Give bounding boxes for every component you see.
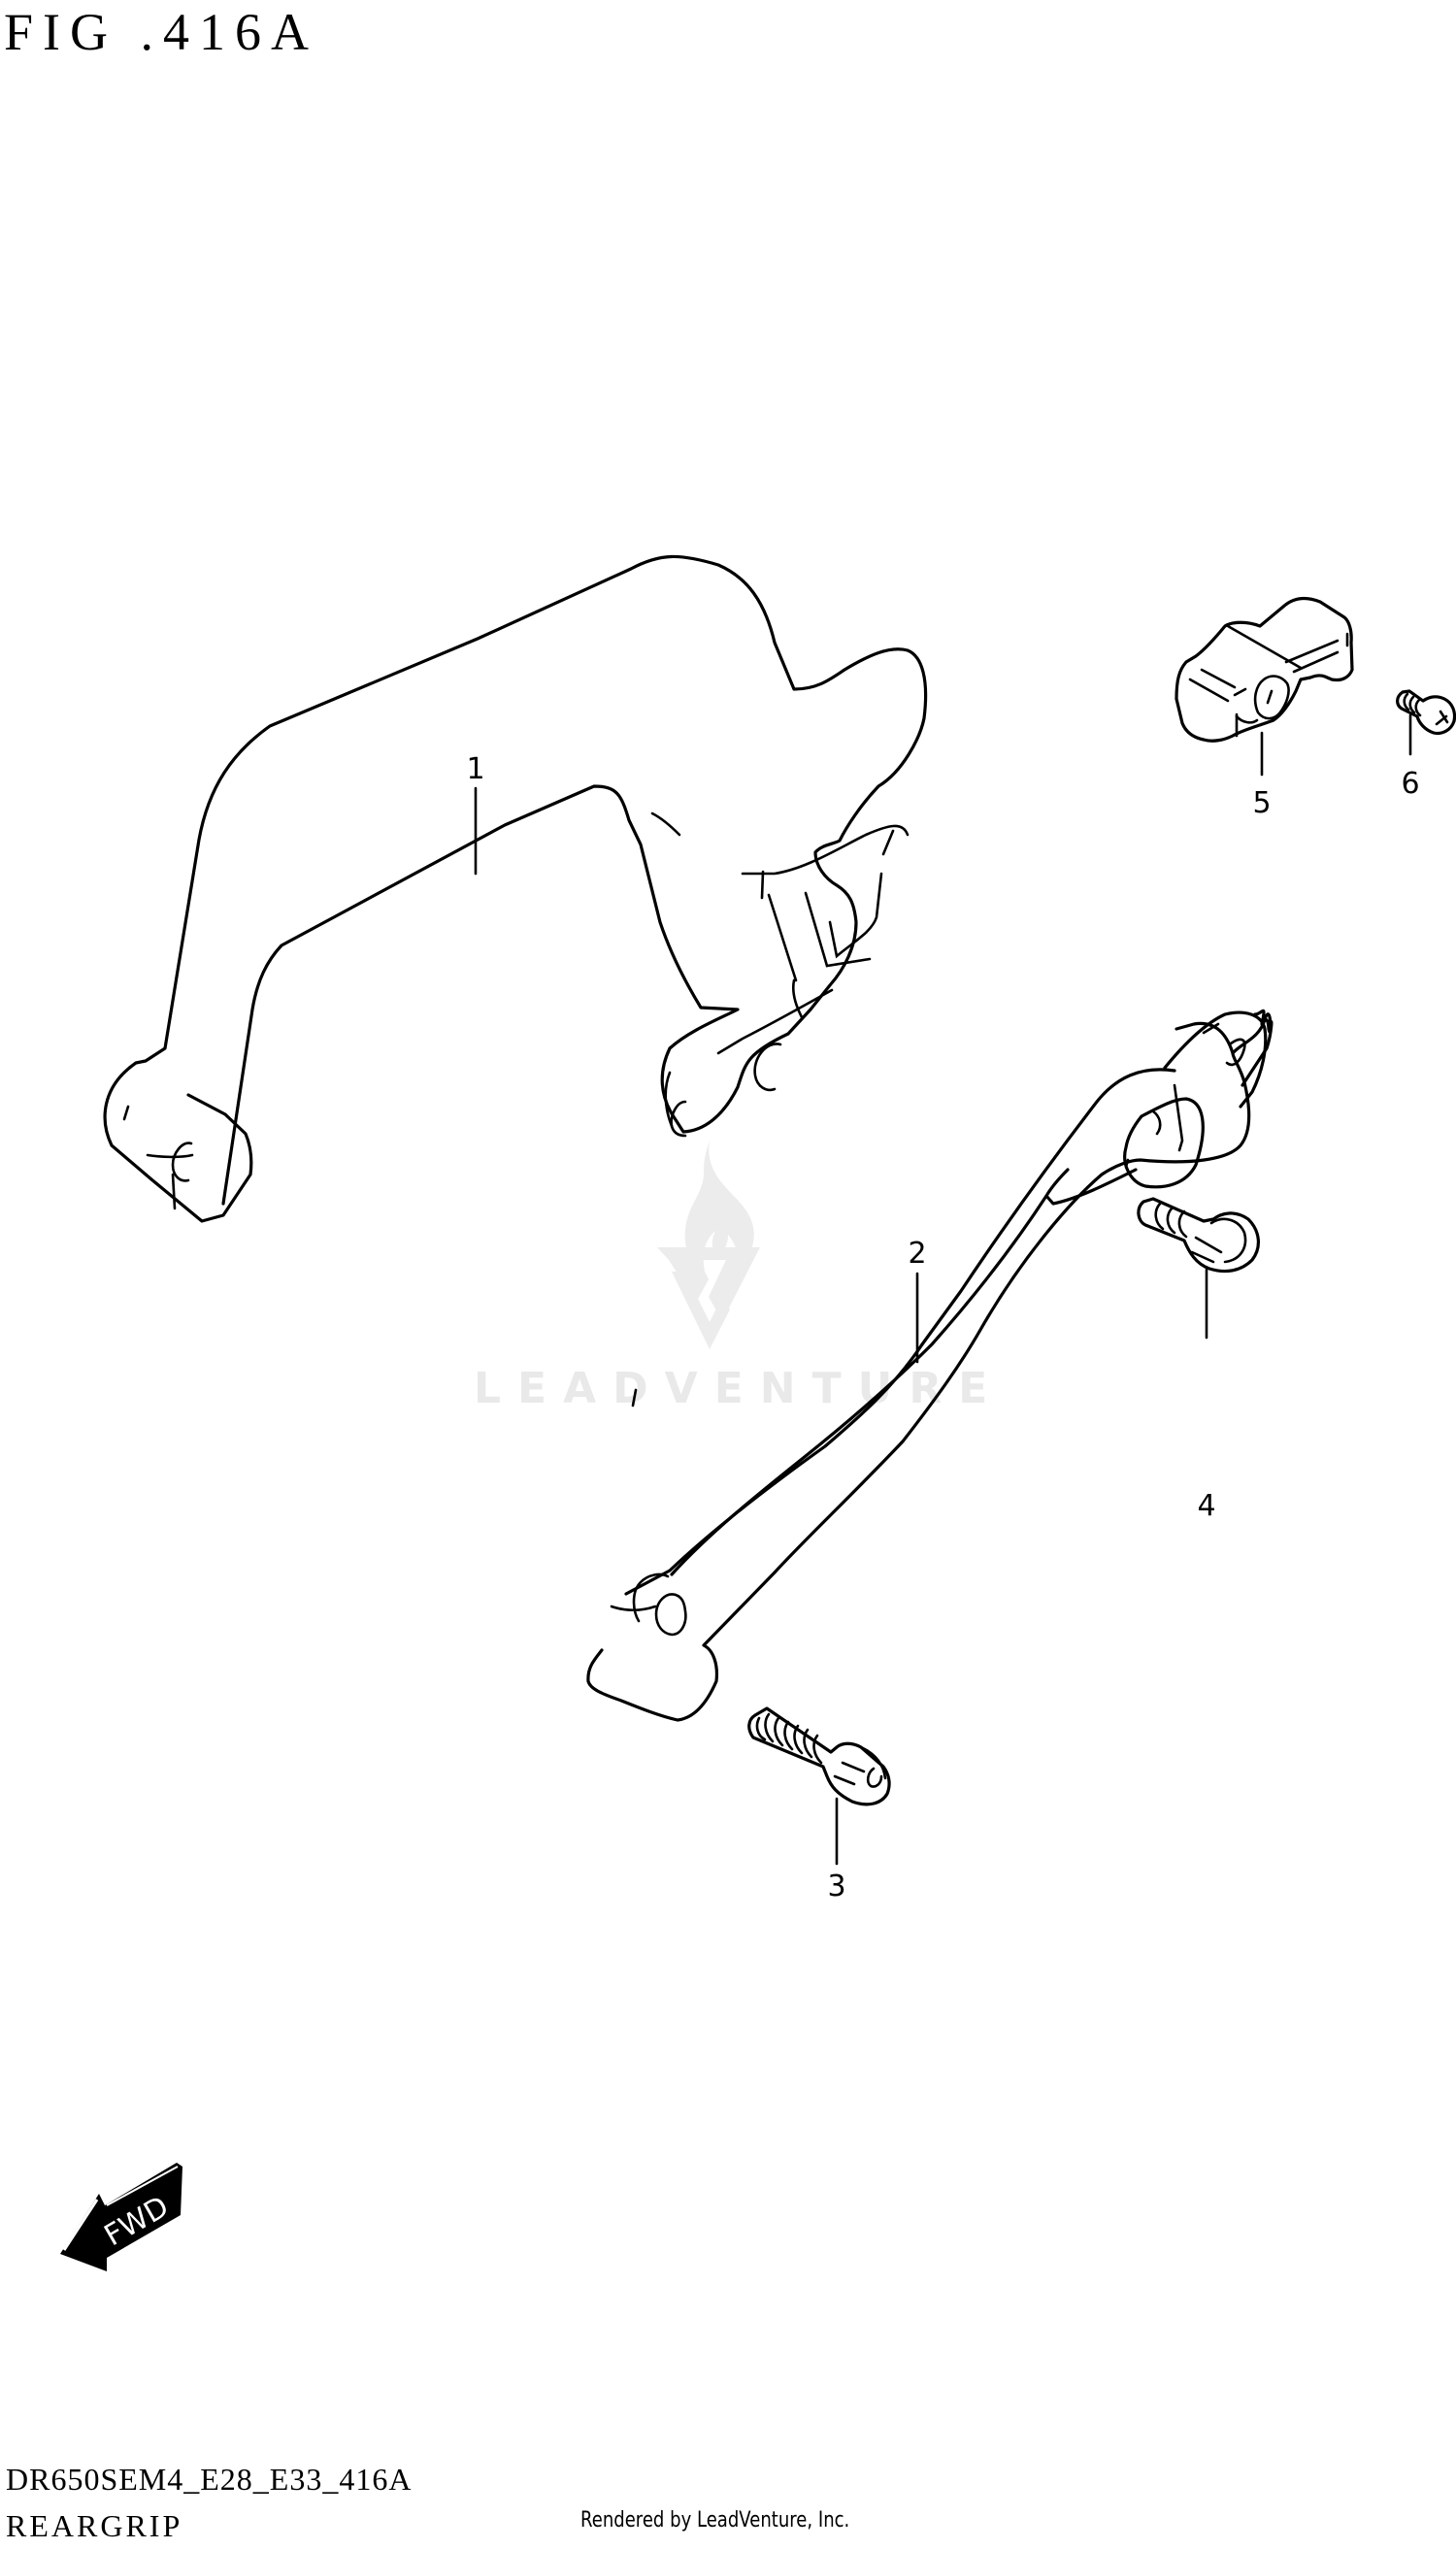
- callout-2[interactable]: 2: [908, 1237, 927, 1271]
- part-2-rear-grip-right[interactable]: [586, 1009, 1274, 1722]
- callout-6[interactable]: 6: [1401, 767, 1420, 801]
- figure-code: DR650SEM4_E28_E33_416A: [6, 2462, 413, 2497]
- part-3-socket-bolt[interactable]: [747, 1706, 891, 1806]
- part-5-clamp-cap[interactable]: [1175, 596, 1354, 743]
- fwd-arrow-icon: [60, 2163, 182, 2271]
- part-4-flange-bolt[interactable]: [1137, 1197, 1260, 1274]
- callout-4[interactable]: 4: [1197, 1489, 1216, 1523]
- figure-title: FIG .416A: [4, 3, 319, 61]
- rendered-by-credit: Rendered by LeadVenture, Inc.: [580, 2508, 850, 2532]
- callout-5[interactable]: 5: [1252, 786, 1272, 820]
- callout-1[interactable]: 1: [466, 752, 485, 786]
- part-1-rear-grip-left[interactable]: [103, 554, 928, 1223]
- figure-name: REARGRIP: [6, 2508, 183, 2543]
- callout-3[interactable]: 3: [827, 1870, 846, 1903]
- part-6-screw[interactable]: [1396, 689, 1456, 736]
